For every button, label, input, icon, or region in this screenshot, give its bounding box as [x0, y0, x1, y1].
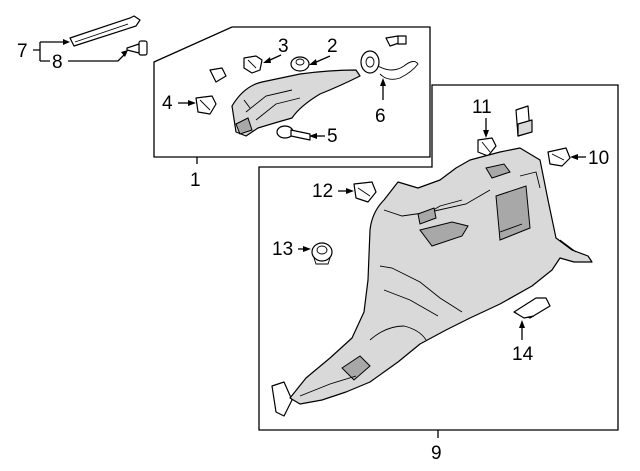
callout-9: 9	[431, 443, 442, 464]
callout-8-leader	[68, 52, 127, 62]
callout-14: 14	[512, 344, 534, 365]
clip-part-12	[353, 181, 377, 203]
callout-10: 10	[588, 148, 609, 169]
callout-8: 8	[52, 52, 63, 73]
nut-part-13	[311, 242, 333, 265]
callout-3: 3	[278, 36, 289, 57]
callout-6: 6	[375, 106, 386, 127]
callout-5: 5	[327, 126, 338, 147]
bracket-part	[515, 105, 533, 137]
trim-strip-part	[69, 15, 141, 47]
callout-1: 1	[190, 170, 201, 191]
callout-7: 7	[17, 41, 28, 62]
nut-part-2	[290, 56, 310, 72]
callout-11: 11	[472, 97, 492, 118]
clip-part-11	[477, 137, 497, 157]
callout-12: 12	[312, 181, 333, 202]
callout-4: 4	[162, 93, 173, 114]
screw-part	[126, 40, 148, 56]
clip-small-part	[209, 67, 227, 83]
tab-part	[271, 381, 293, 417]
callout-7-leader	[33, 41, 66, 62]
quarter-trim-panel	[289, 147, 593, 405]
clip-part-14	[513, 297, 551, 319]
screw-part-5	[276, 125, 311, 141]
grommet-part-6	[360, 35, 419, 80]
upper-assembly-box	[153, 26, 431, 158]
upper-trim-panel	[231, 69, 361, 137]
clip-part-4	[195, 95, 217, 115]
clip-part-3	[243, 55, 263, 74]
callout-2: 2	[327, 36, 338, 57]
callout-3-leader	[269, 54, 282, 61]
clip-part-10	[547, 147, 571, 167]
callout-13: 13	[272, 239, 293, 260]
lower-assembly-box	[258, 84, 619, 431]
callout-2-leader	[313, 55, 331, 64]
